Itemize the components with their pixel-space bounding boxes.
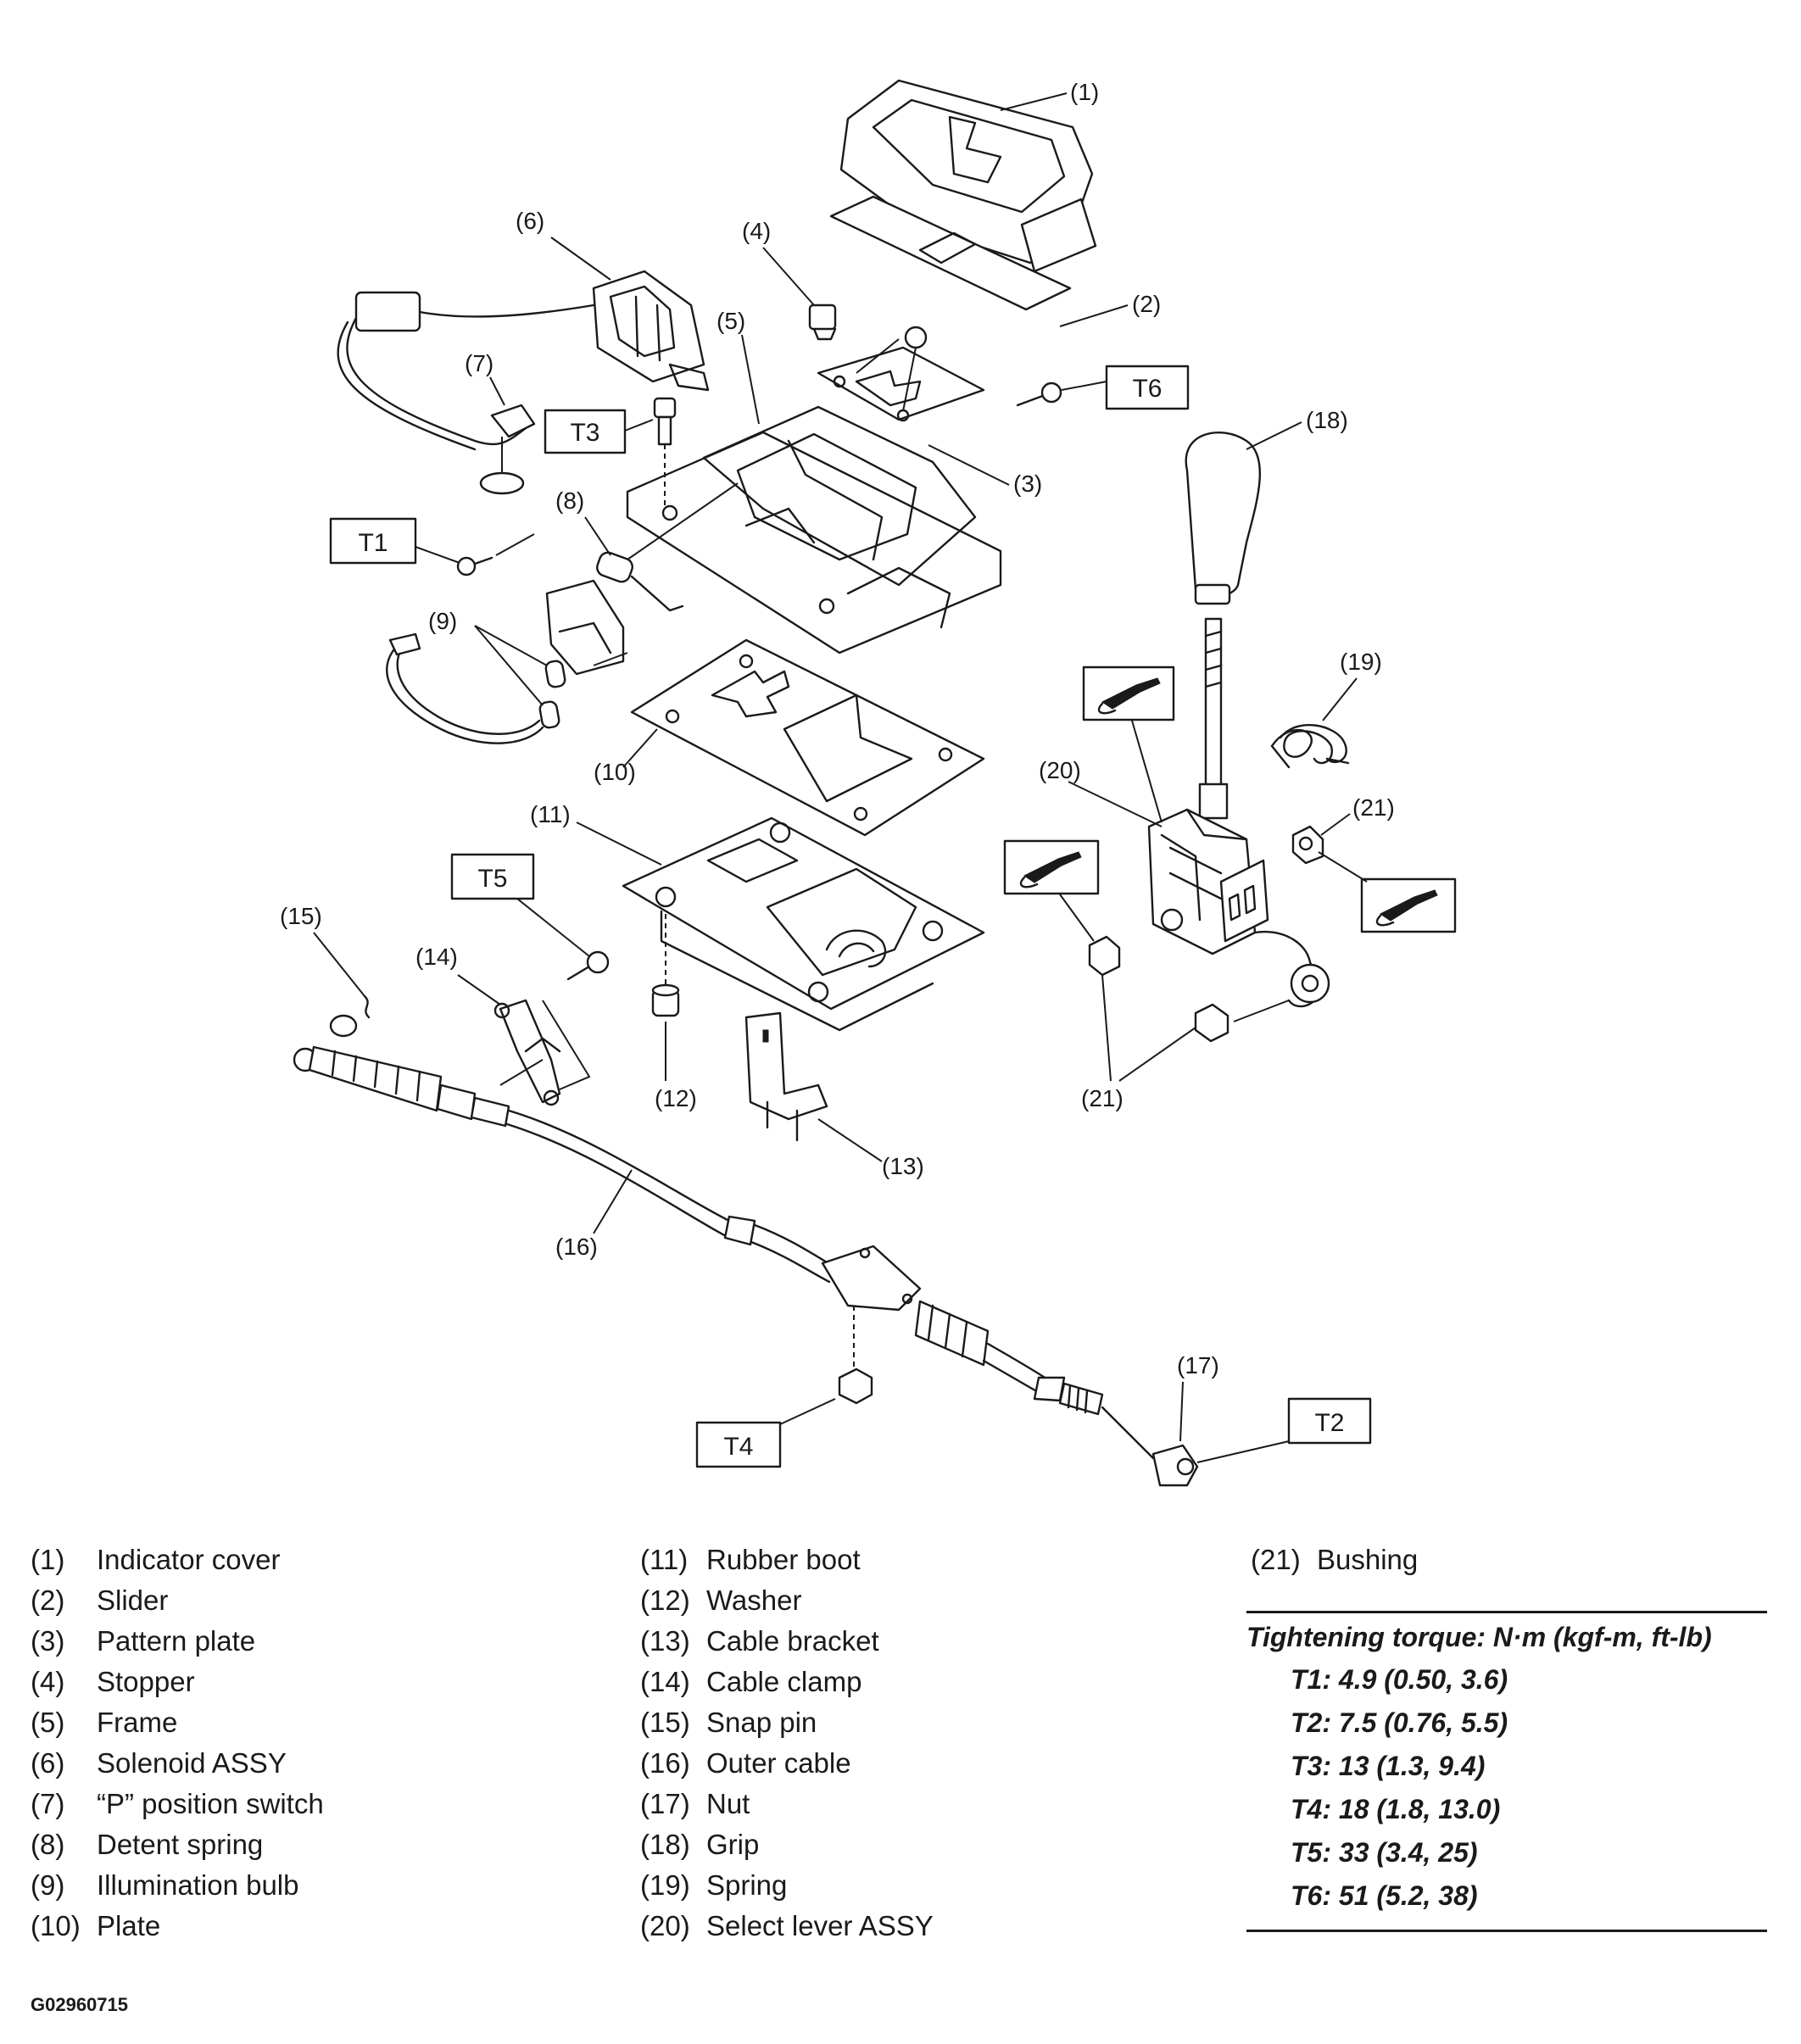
callout-9: (9) — [428, 608, 457, 634]
callout-4: (4) — [742, 218, 771, 244]
legend-item: (17)Nut — [640, 1788, 750, 1819]
legend-item: (10)Plate — [31, 1910, 161, 1941]
part-bushing — [1088, 825, 1324, 1043]
torque-label-t4: T4 — [723, 1433, 753, 1461]
part-frame — [626, 405, 1002, 654]
part-stopper — [808, 304, 837, 341]
legend-item: (8)Detent spring — [31, 1829, 264, 1860]
legend-item: (6)Solenoid ASSY — [31, 1747, 287, 1779]
callout-3: (3) — [1013, 471, 1042, 497]
callout-10: (10) — [594, 759, 636, 785]
legend-item: (20)Select lever ASSY — [640, 1910, 934, 1941]
torque-box-t4 — [695, 1421, 782, 1468]
callout-17: (17) — [1177, 1352, 1219, 1378]
callout-1: (1) — [1070, 79, 1099, 105]
callout-14: (14) — [415, 944, 458, 970]
torque-label-t1: T1 — [358, 529, 388, 557]
legend-item: (15)Snap pin — [640, 1707, 817, 1738]
part-detent-spring — [596, 482, 739, 612]
callout-16: (16) — [555, 1234, 598, 1260]
legend-column-3: (21)Bushing — [1251, 1540, 1418, 1580]
legend-item: (1)Indicator cover — [31, 1544, 281, 1575]
torque-row: T1: 4.9 (0.50, 3.6) — [1291, 1664, 1508, 1695]
torque-box-t1 — [329, 517, 417, 565]
part-outer-cable — [293, 1045, 1155, 1460]
callout-11: (11) — [530, 801, 571, 827]
bolt-t3 — [653, 397, 677, 509]
callout-8: (8) — [555, 487, 584, 514]
part-nut — [1151, 1444, 1199, 1487]
bolt-t5 — [566, 950, 610, 981]
torque-row: T3: 13 (1.3, 9.4) — [1291, 1751, 1486, 1781]
part-slider — [829, 195, 1072, 311]
part-washer — [651, 914, 680, 1017]
torque-label-t6: T6 — [1132, 375, 1162, 403]
callout-15: (15) — [280, 903, 322, 929]
torque-box-t2 — [1287, 1397, 1372, 1445]
callout-19: (19) — [1340, 649, 1382, 675]
legend-item: (16)Outer cable — [640, 1747, 851, 1779]
callout-7: (7) — [465, 350, 493, 376]
torque-label-t3: T3 — [570, 419, 599, 447]
grease-gun-icon — [1360, 877, 1457, 933]
legend-item: (21)Bushing — [1251, 1544, 1419, 1575]
part-cable-clamp — [493, 999, 591, 1106]
screw-t1 — [456, 533, 535, 576]
legend-item: (5)Frame — [31, 1707, 178, 1738]
torque-row: T5: 33 (3.4, 25) — [1291, 1837, 1478, 1868]
legend-item: (19)Spring — [640, 1869, 788, 1901]
part-indicator-cover — [839, 79, 1097, 273]
callout-13: (13) — [882, 1153, 924, 1179]
part-solenoid-assy — [337, 270, 710, 451]
part-pattern-plate — [817, 326, 985, 422]
callout-12: (12) — [655, 1085, 697, 1111]
torque-row: T2: 7.5 (0.76, 5.5) — [1291, 1707, 1508, 1738]
legend-column-1: (1)Indicator cover (2)Slider (3)Pattern … — [31, 1540, 324, 1947]
part-snap-pin — [329, 994, 371, 1038]
legend-item: (18)Grip — [640, 1829, 760, 1860]
legend-item: (9)Illumination bulb — [31, 1869, 299, 1901]
bolt-t6 — [1016, 382, 1062, 407]
legend-item: (12)Washer — [640, 1585, 802, 1616]
part-illumination-bulb — [386, 579, 628, 744]
part-p-position-switch — [479, 404, 536, 495]
tightening-torque-table: Tightening torque: N·m (kgf-m, ft-lb) T1… — [1246, 1611, 1767, 1932]
callout-21-lower: (21) — [1081, 1085, 1124, 1111]
legend-item: (7)“P” position switch — [31, 1788, 324, 1819]
torque-label-t5: T5 — [477, 865, 507, 893]
legend-item: (13)Cable bracket — [640, 1625, 879, 1657]
figure-code: G02960715 — [31, 1994, 128, 2015]
part-spring — [1270, 724, 1350, 769]
grease-gun-icon — [1082, 666, 1175, 721]
legend-item: (4)Stopper — [31, 1666, 195, 1697]
grease-gun-icon — [1003, 839, 1100, 895]
torque-box-t6 — [1105, 365, 1190, 410]
callout-18: (18) — [1306, 407, 1348, 433]
callout-6: (6) — [516, 208, 544, 234]
legend-item: (2)Slider — [31, 1585, 169, 1616]
callout-20: (20) — [1039, 757, 1081, 783]
part-select-lever-assy — [1147, 617, 1330, 1008]
torque-label-t2: T2 — [1314, 1409, 1344, 1437]
torque-table-title: Tightening torque: N·m (kgf-m, ft-lb) — [1246, 1622, 1712, 1652]
exploded-parts-diagram: (1) (2) (4) (3) T6 (5) — [280, 79, 1457, 1487]
torque-box-t3 — [544, 409, 627, 454]
part-grip — [1185, 431, 1261, 605]
torque-row: T6: 51 (5.2, 38) — [1291, 1880, 1478, 1911]
torque-box-t5 — [450, 853, 535, 900]
callout-2: (2) — [1132, 291, 1161, 317]
nut-t4 — [838, 1306, 873, 1405]
legend-column-2: (11)Rubber boot (12)Washer (13)Cable bra… — [640, 1540, 934, 1947]
part-cable-bracket — [744, 1011, 828, 1142]
callout-5: (5) — [716, 308, 745, 334]
legend-item: (3)Pattern plate — [31, 1625, 256, 1657]
torque-row: T4: 18 (1.8, 13.0) — [1291, 1794, 1501, 1824]
legend-item: (11)Rubber boot — [640, 1544, 861, 1575]
callout-21-upper: (21) — [1352, 794, 1395, 821]
part-rubber-boot — [622, 816, 985, 1032]
legend-item: (14)Cable clamp — [640, 1666, 862, 1697]
part-plate — [630, 638, 985, 837]
